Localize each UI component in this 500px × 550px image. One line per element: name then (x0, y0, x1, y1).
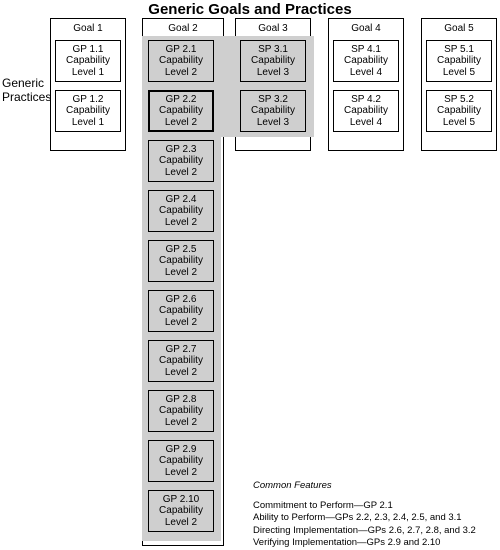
practice-capability: Capability (251, 105, 295, 117)
practice-id: GP 2.10 (162, 493, 200, 505)
practice-gp-2-5: GP 2.5 Capability Level 2 (148, 240, 214, 282)
practice-capability: Capability (66, 105, 110, 117)
practice-gp-2-4: GP 2.4 Capability Level 2 (148, 190, 214, 232)
practice-id: SP 4.2 (351, 93, 381, 105)
practice-capability: Capability (66, 55, 110, 67)
practice-id: SP 3.2 (258, 93, 288, 105)
practice-gp-2-6: GP 2.6 Capability Level 2 (148, 290, 214, 332)
common-feature-ability: Ability to Perform—GPs 2.2, 2.3, 2.4, 2.… (253, 512, 462, 523)
practice-level: Level 2 (164, 366, 198, 378)
practice-id: GP 2.9 (165, 443, 197, 455)
goal-5-header: Goal 5 (444, 23, 474, 34)
practice-id: SP 4.1 (351, 43, 381, 55)
practice-gp-2-2: GP 2.2 Capability Level 2 (148, 90, 214, 132)
practice-id: GP 2.2 (165, 93, 197, 105)
practice-level: Level 5 (442, 66, 476, 78)
practice-id: GP 2.7 (165, 343, 197, 355)
practice-level: Level 3 (256, 66, 290, 78)
common-feature-verifying: Verifying Implementation—GPs 2.9 and 2.1… (253, 537, 441, 548)
practice-level: Level 2 (164, 416, 198, 428)
common-features-title: Common Features (253, 480, 332, 491)
practice-level: Level 3 (256, 116, 290, 128)
side-label-line-1: Generic (2, 76, 45, 90)
practice-id: GP 2.5 (165, 243, 197, 255)
practice-id: GP 1.1 (72, 43, 104, 55)
practice-id: GP 2.4 (165, 193, 197, 205)
practice-capability: Capability (251, 55, 295, 67)
practice-id: GP 1.2 (72, 93, 104, 105)
practice-level: Level 4 (349, 66, 383, 78)
practice-level: Level 4 (349, 116, 383, 128)
goal-4-header: Goal 4 (351, 23, 381, 34)
practice-gp-1-1: GP 1.1 Capability Level 1 (55, 40, 121, 82)
practice-capability: Capability (159, 255, 203, 267)
diagram-title: Generic Goals and Practices (148, 1, 352, 18)
practice-capability: Capability (437, 105, 481, 117)
practice-capability: Capability (159, 455, 203, 467)
practice-gp-2-7: GP 2.7 Capability Level 2 (148, 340, 214, 382)
practice-level: Level 5 (442, 116, 476, 128)
goal-3-header: Goal 3 (258, 23, 288, 34)
practice-gp-2-10: GP 2.10 Capability Level 2 (148, 490, 214, 532)
practice-sp-4-1: SP 4.1 Capability Level 4 (333, 40, 399, 82)
practice-sp-5-1: SP 5.1 Capability Level 5 (426, 40, 492, 82)
practice-capability: Capability (344, 55, 388, 67)
practice-level: Level 2 (164, 66, 198, 78)
side-label-line-2: Practices (2, 90, 52, 104)
goal-1-header: Goal 1 (73, 23, 103, 34)
practice-level: Level 2 (164, 166, 198, 178)
practice-sp-4-2: SP 4.2 Capability Level 4 (333, 90, 399, 132)
practice-capability: Capability (437, 55, 481, 67)
practice-id: GP 2.8 (165, 393, 197, 405)
practice-level: Level 1 (71, 116, 105, 128)
practice-level: Level 2 (164, 516, 198, 528)
practice-sp-3-1: SP 3.1 Capability Level 3 (240, 40, 306, 82)
generic-practices-label: Generic Practices (2, 76, 51, 104)
practice-sp-5-2: SP 5.2 Capability Level 5 (426, 90, 492, 132)
practice-capability: Capability (159, 355, 203, 367)
practice-id: SP 5.2 (444, 93, 474, 105)
practice-capability: Capability (159, 55, 203, 67)
practice-level: Level 2 (164, 466, 198, 478)
practice-id: SP 5.1 (444, 43, 474, 55)
practice-capability: Capability (159, 155, 203, 167)
practice-sp-3-2: SP 3.2 Capability Level 3 (240, 90, 306, 132)
practice-gp-2-3: GP 2.3 Capability Level 2 (148, 140, 214, 182)
practice-level: Level 1 (71, 66, 105, 78)
common-feature-directing: Directing Implementation—GPs 2.6, 2.7, 2… (253, 524, 476, 536)
practice-id: SP 3.1 (258, 43, 288, 55)
practice-level: Level 2 (164, 116, 198, 128)
goal-2-header: Goal 2 (168, 23, 198, 34)
practice-id: GP 2.6 (165, 293, 197, 305)
practice-gp-2-1: GP 2.1 Capability Level 2 (148, 40, 214, 82)
practice-gp-1-2: GP 1.2 Capability Level 1 (55, 90, 121, 132)
common-features-legend: Common Features Commitment to Perform—GP… (253, 480, 476, 550)
practice-gp-2-8: GP 2.8 Capability Level 2 (148, 390, 214, 432)
practice-capability: Capability (159, 105, 203, 117)
practice-gp-2-9: GP 2.9 Capability Level 2 (148, 440, 214, 482)
practice-level: Level 2 (164, 216, 198, 228)
practice-level: Level 2 (164, 266, 198, 278)
practice-capability: Capability (159, 205, 203, 217)
practice-level: Level 2 (164, 316, 198, 328)
practice-id: GP 2.1 (165, 43, 197, 55)
practice-capability: Capability (344, 105, 388, 117)
practice-capability: Capability (159, 405, 203, 417)
practice-id: GP 2.3 (165, 143, 197, 155)
practice-capability: Capability (159, 305, 203, 317)
practice-capability: Capability (159, 505, 203, 517)
common-feature-commitment: Commitment to Perform—GP 2.1 (253, 499, 393, 511)
